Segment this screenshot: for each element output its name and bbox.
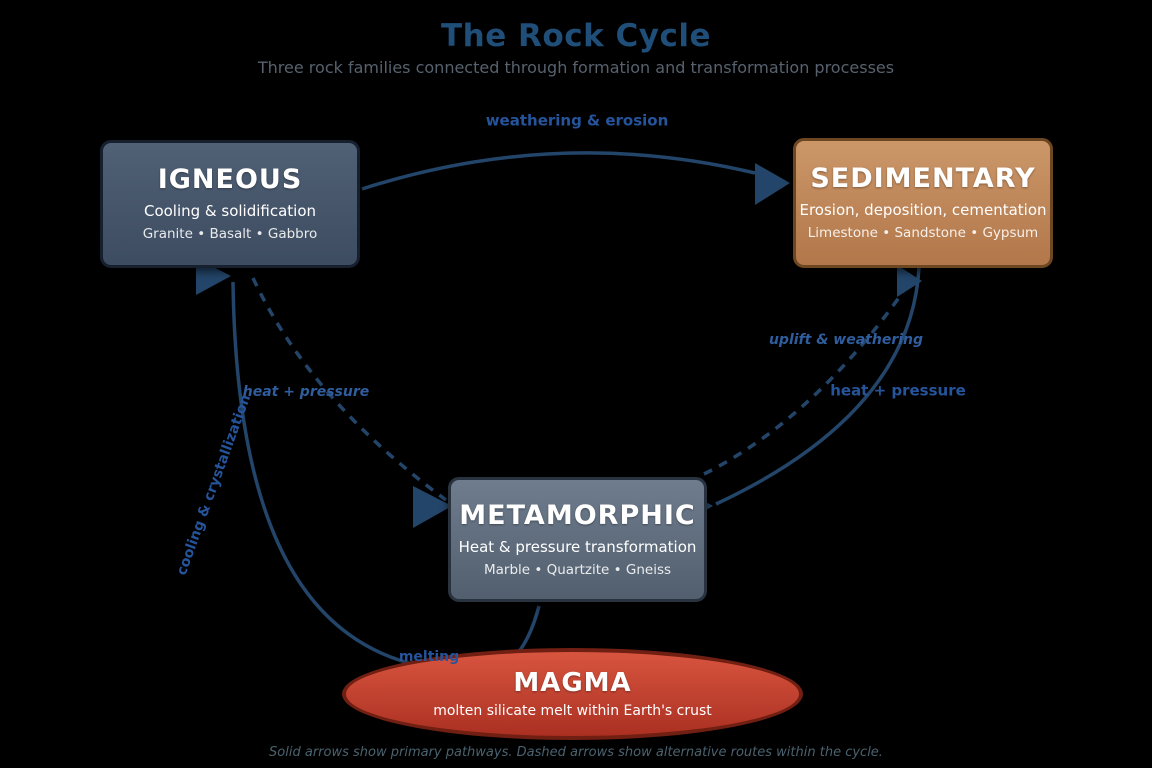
legend-caption: Solid arrows show primary pathways. Dash… bbox=[269, 745, 883, 760]
node-metamorphic: METAMORPHIC Heat & pressure transformati… bbox=[448, 477, 707, 602]
igneous-title: IGNEOUS bbox=[157, 164, 303, 196]
igneous-process: Cooling & solidification bbox=[143, 202, 317, 221]
metamorphic-process: Heat & pressure transformation bbox=[458, 537, 697, 556]
node-magma: MAGMA molten silicate melt within Earth'… bbox=[342, 648, 803, 740]
node-igneous: IGNEOUS Cooling & solidification Granite… bbox=[100, 140, 360, 268]
sedimentary-process: Erosion, deposition, cementation bbox=[799, 201, 1047, 220]
edge-label-uplift-weathering: uplift & weathering bbox=[768, 332, 924, 348]
arrowhead-uplift-weathering bbox=[897, 265, 922, 297]
arrow-heat-pressure-right bbox=[715, 267, 921, 506]
igneous-examples: Granite • Basalt • Gabbro bbox=[142, 226, 318, 243]
sedimentary-title: SEDIMENTARY bbox=[810, 163, 1036, 195]
arrowhead-heat-pressure-left bbox=[413, 486, 452, 528]
page-subtitle: Three rock families connected through fo… bbox=[257, 58, 895, 77]
arrow-weathering-erosion bbox=[361, 151, 756, 191]
edge-label-heat-pressure-right: heat + pressure bbox=[830, 381, 966, 400]
page-title: The Rock Cycle bbox=[441, 18, 711, 54]
metamorphic-title: METAMORPHIC bbox=[459, 499, 696, 531]
arrow-cooling-crystallization bbox=[231, 281, 422, 668]
arrowhead-weathering-erosion bbox=[755, 163, 790, 205]
sedimentary-examples: Limestone • Sandstone • Gypsum bbox=[807, 225, 1039, 242]
arrow-uplift-weathering bbox=[703, 290, 905, 476]
edge-label-weathering-erosion: weathering & erosion bbox=[485, 111, 669, 130]
metamorphic-examples: Marble • Quartzite • Gneiss bbox=[483, 561, 672, 578]
node-sedimentary: SEDIMENTARY Erosion, deposition, cementa… bbox=[793, 138, 1053, 268]
magma-process: molten silicate melt within Earth's crus… bbox=[433, 703, 712, 719]
magma-title: MAGMA bbox=[513, 668, 632, 698]
edge-label-heat-pressure-left: heat + pressure bbox=[242, 384, 370, 400]
arrow-heat-pressure-left bbox=[251, 277, 448, 502]
edge-label-melting: melting bbox=[398, 649, 460, 665]
